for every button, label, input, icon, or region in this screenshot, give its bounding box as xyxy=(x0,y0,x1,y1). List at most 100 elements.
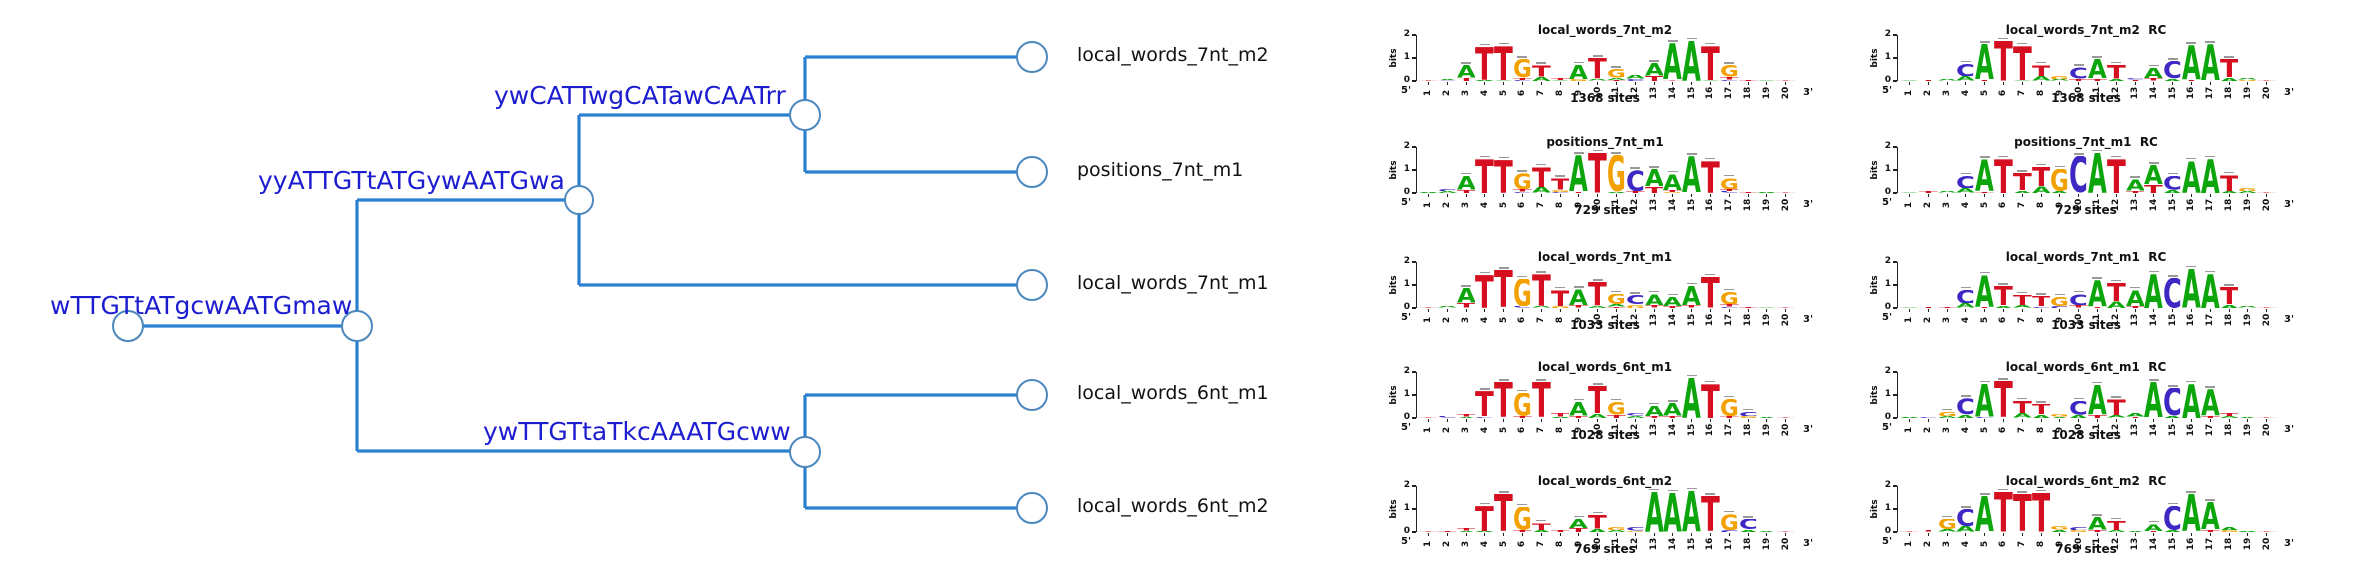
logo-base-A: A xyxy=(2126,179,2145,191)
svg-text:A: A xyxy=(2220,305,2239,308)
logo-base-A: A xyxy=(1607,530,1626,532)
svg-text:T: T xyxy=(1494,160,1513,193)
logo-stack: C xyxy=(2163,278,2182,308)
x-axis-tick xyxy=(1653,533,1655,536)
logo-base-T: T xyxy=(1739,192,1758,193)
logo-base-C: C xyxy=(1438,80,1457,81)
x-axis-tick xyxy=(1465,194,1467,197)
svg-text:T: T xyxy=(1776,80,1795,81)
logo-base-A: A xyxy=(1532,306,1551,308)
logo-base-A: A xyxy=(1532,187,1551,193)
logo-sites-count: 729 sites xyxy=(2055,203,2117,217)
svg-text:A: A xyxy=(1532,77,1551,81)
logo-base-C: C xyxy=(2126,78,2145,79)
logo-base-T: T xyxy=(1494,46,1513,81)
y-axis-tick-label: 2 xyxy=(1884,141,1891,151)
logo-base-A: A xyxy=(2182,45,2201,80)
logo-stack: T xyxy=(1900,531,1919,532)
logo-base-A: A xyxy=(1975,44,1994,80)
logo-base-A: A xyxy=(1938,416,1957,418)
svg-text:T: T xyxy=(1701,496,1720,532)
logo-base-G: G xyxy=(1720,292,1739,305)
tree-leaf-circle xyxy=(1016,492,1048,524)
y-axis-tick xyxy=(1892,80,1897,82)
logo-base-T: T xyxy=(1588,58,1607,79)
error-bar-cap xyxy=(2111,61,2122,64)
error-bar-cap xyxy=(2054,165,2065,168)
x-axis-tick xyxy=(1785,82,1787,85)
svg-text:G: G xyxy=(2069,530,2088,532)
x-axis-tick xyxy=(1427,533,1429,536)
x-axis-tick xyxy=(2096,533,2098,536)
logo-stack: A xyxy=(1757,531,1776,532)
svg-text:T: T xyxy=(2201,416,2220,418)
error-bar-cap xyxy=(1649,290,1659,293)
x-axis-tick xyxy=(1597,533,1599,536)
logo-base-A: A xyxy=(2032,76,2051,81)
svg-text:A: A xyxy=(2238,78,2257,80)
logo-stack: T xyxy=(1551,530,1570,532)
logo-stack: A xyxy=(1682,491,1701,532)
svg-text:A: A xyxy=(1607,530,1626,532)
x-axis-tick xyxy=(1578,194,1580,197)
logo-base-A: A xyxy=(2201,502,2220,530)
svg-text:A: A xyxy=(2107,79,2126,81)
x-axis-tick xyxy=(1766,419,1768,422)
svg-text:A: A xyxy=(2238,417,2257,418)
svg-text:A: A xyxy=(2088,385,2107,415)
logo-base-T: T xyxy=(1682,305,1701,308)
error-bar-cap xyxy=(1536,163,1547,166)
error-bar-cap xyxy=(2073,397,2084,400)
x-axis-tick xyxy=(1946,309,1948,312)
logo-stack: A xyxy=(1682,378,1701,418)
logo-base-T: T xyxy=(1776,80,1795,81)
x-axis-tick xyxy=(2153,194,2155,197)
logo-base-T: T xyxy=(2088,530,2107,532)
logo-base-T: T xyxy=(1551,78,1570,80)
x-axis-tick xyxy=(2247,309,2249,312)
error-bar-cap xyxy=(1573,61,1584,64)
svg-text:T: T xyxy=(1513,530,1532,532)
x-axis-tick xyxy=(2040,419,2042,422)
logo-stack: A xyxy=(2144,382,2163,418)
logo-base-A: A xyxy=(1663,174,1682,190)
logo-base-T: T xyxy=(1494,494,1513,532)
error-bar-cap xyxy=(1686,282,1697,285)
y-axis-tick-label: 2 xyxy=(1403,29,1410,39)
logo-stack: T xyxy=(1919,530,1938,532)
logo-base-A: A xyxy=(2013,191,2032,193)
logo-base-T: T xyxy=(1419,80,1438,81)
svg-text:T: T xyxy=(1701,161,1720,193)
y-axis-tick xyxy=(1411,192,1416,194)
five-prime-label: 5' xyxy=(1401,197,1412,208)
three-prime-label: 3' xyxy=(2284,538,2295,549)
svg-text:A: A xyxy=(2182,161,2201,193)
y-axis-tick xyxy=(1411,169,1416,171)
svg-text:T: T xyxy=(1607,307,1626,308)
y-axis-tick xyxy=(1892,261,1897,263)
logo-base-A: A xyxy=(1757,307,1776,308)
x-axis-tick xyxy=(1503,194,1505,197)
svg-text:T: T xyxy=(1457,414,1476,416)
svg-text:T: T xyxy=(2144,78,2163,81)
x-axis-tick xyxy=(1691,533,1693,536)
logo-stack: T xyxy=(1739,80,1758,81)
svg-text:T: T xyxy=(1645,305,1664,308)
x-axis-tick xyxy=(1465,309,1467,312)
logo-base-T: T xyxy=(2144,78,2163,81)
x-axis-tick xyxy=(2096,194,2098,197)
logo-base-C: C xyxy=(1739,519,1758,529)
logo-base-A: A xyxy=(2182,269,2201,308)
logo-base-G: G xyxy=(1569,79,1588,81)
